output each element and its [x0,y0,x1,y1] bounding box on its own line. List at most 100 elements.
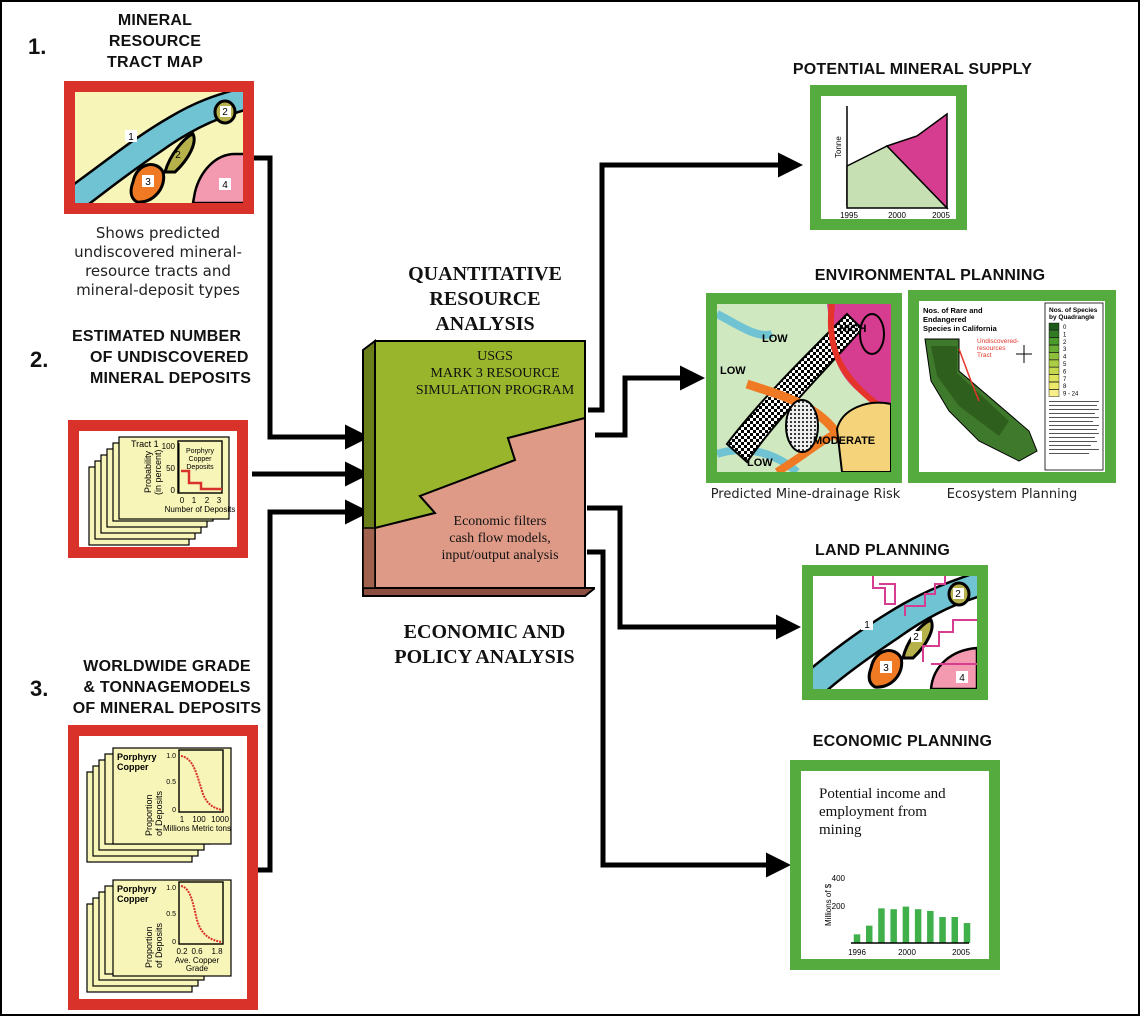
svg-text:Nos. of Species: Nos. of Species [1049,307,1098,314]
step-number-3: 3. [30,676,49,701]
tract-map-image: 1 2 2 3 4 [68,85,247,209]
step-number-1: 1. [28,34,47,59]
bar-1997 [865,925,873,943]
legend-swatch [1048,352,1060,360]
svg-text:of Deposits: of Deposits [154,922,164,968]
economic-policy-title: ECONOMIC AND POLICY ANALYSIS [394,621,575,668]
svg-text:resources: resources [977,345,1006,352]
legend-swatch [1048,359,1060,368]
svg-text:MODERATE: MODERATE [813,435,875,447]
grade-tonnage-title: WORLDWIDE GRADE & TONNAGEMODELS OF MINER… [72,658,262,717]
svg-text:0: 0 [172,807,176,814]
svg-text:50: 50 [166,464,175,473]
svg-text:Tract: Tract [977,352,992,359]
x-tick-label: 2005 [952,948,970,957]
svg-text:LOW: LOW [747,457,773,469]
x-tick-label: 1996 [848,948,866,957]
svg-text:1000: 1000 [211,815,229,824]
svg-text:0.6: 0.6 [191,947,203,956]
svg-text:Nos. of Rare and: Nos. of Rare and [923,306,983,315]
bar-2003 [939,917,946,943]
legend-value: 6 [1063,369,1067,375]
step-number-2: 2. [30,347,49,372]
svg-text:Millions Metric tons: Millions Metric tons [163,824,231,833]
economic-planning-title: ECONOMIC PLANNING [812,733,993,750]
mine-drainage-risk-map: LOW HIGH LOW LOW MODERATE [715,303,892,476]
x-tick-label: 2000 [898,948,916,957]
bar-1998 [878,908,885,943]
svg-text:Grade: Grade [186,964,209,973]
svg-text:1.0: 1.0 [166,753,176,760]
svg-text:1.0: 1.0 [166,885,176,892]
arrow-to-land [587,505,801,640]
svg-text:Copper: Copper [117,894,149,904]
mark3-program-label: USGS MARK 3 RESOURCE SIMULATION PROGRAM [415,349,575,398]
legend-swatch [1048,322,1060,331]
economic-planning-text: Potential income and employment from min… [819,786,946,838]
svg-text:4: 4 [959,673,965,684]
legend-swatch [1048,374,1060,383]
svg-text:LOW: LOW [720,365,746,377]
svg-text:Copper: Copper [189,456,213,463]
svg-text:LOW: LOW [762,333,788,345]
mine-drainage-caption: Predicted Mine-drainage Risk [710,487,901,502]
svg-text:100: 100 [162,442,176,451]
legend-value: 4 [1063,355,1067,361]
y-tick-label: 200 [832,902,846,911]
bar-2001 [914,909,922,943]
legend-swatch [1048,381,1060,390]
mine-drainage-risk-panel: LOW HIGH LOW LOW MODERATE [706,293,902,483]
tract-map-caption: Shows predicted undiscovered mineral- re… [74,224,242,299]
legend-swatch [1048,345,1060,353]
ecosystem-caption: Ecosystem Planning [946,487,1078,502]
legend-value: 0 [1063,325,1067,331]
quantitative-analysis-title: QUANTITATIVE RESOURCE ANALYSIS [408,263,562,335]
svg-text:Porphyry: Porphyry [117,752,157,762]
bar-2000 [902,906,910,943]
analysis-block [362,339,595,597]
tract-label: 1 [128,132,134,143]
legend-swatch [1048,330,1060,338]
tract-map-title: MINERAL RESOURCE TRACT MAP [106,12,203,71]
svg-text:2000: 2000 [888,211,906,219]
svg-text:2005: 2005 [932,211,950,219]
svg-text:Ave. Copper: Ave. Copper [175,956,220,965]
svg-text:Tonne: Tonne [834,136,843,158]
california-species-map: Nos. of Rare and Endangered Species in C… [919,301,1105,472]
svg-text:0.2: 0.2 [176,947,188,956]
tract-label: 2 [175,150,181,161]
mineral-supply-chart: Tonne 1995 2000 2005 [834,106,950,220]
svg-text:Endangered: Endangered [923,315,967,324]
y-tick-label: 400 [832,874,846,883]
arrow-to-economic [587,549,791,878]
grade-tonnage-panel: Porphyry Copper 1.0 0.5 0 1 100 1000 Mil… [68,725,258,1010]
legend-value: 3 [1063,347,1067,353]
svg-text:1: 1 [864,620,870,631]
svg-text:HIGH: HIGH [839,323,867,335]
economic-filters-label: Economic filters cash flow models, input… [441,514,559,563]
card-tract-label: Tract 1 [131,439,159,449]
bar-1999 [890,909,897,943]
legend-value: 5 [1063,362,1067,368]
arrow-to-supply [588,152,803,413]
svg-text:0.5: 0.5 [166,779,176,786]
svg-text:0.5: 0.5 [166,911,176,918]
svg-text:of Deposits: of Deposits [154,790,164,836]
svg-text:Deposits: Deposits [186,464,214,471]
svg-text:Proportion: Proportion [144,926,154,968]
svg-text:Copper: Copper [117,762,149,772]
svg-text:0: 0 [171,486,176,495]
legend-value: 9 - 24 [1063,392,1079,398]
ecosystem-planning-panel: Nos. of Rare and Endangered Species in C… [908,290,1116,483]
svg-text:Number of Deposits: Number of Deposits [165,505,236,514]
svg-text:3: 3 [217,496,222,505]
svg-text:(in percent): (in percent) [153,449,163,495]
grade-tonnage-cards: Porphyry Copper 1.0 0.5 0 1 100 1000 Mil… [86,747,232,993]
svg-text:2: 2 [955,589,961,600]
svg-text:Porphyry: Porphyry [186,448,215,455]
svg-text:2: 2 [205,496,210,505]
